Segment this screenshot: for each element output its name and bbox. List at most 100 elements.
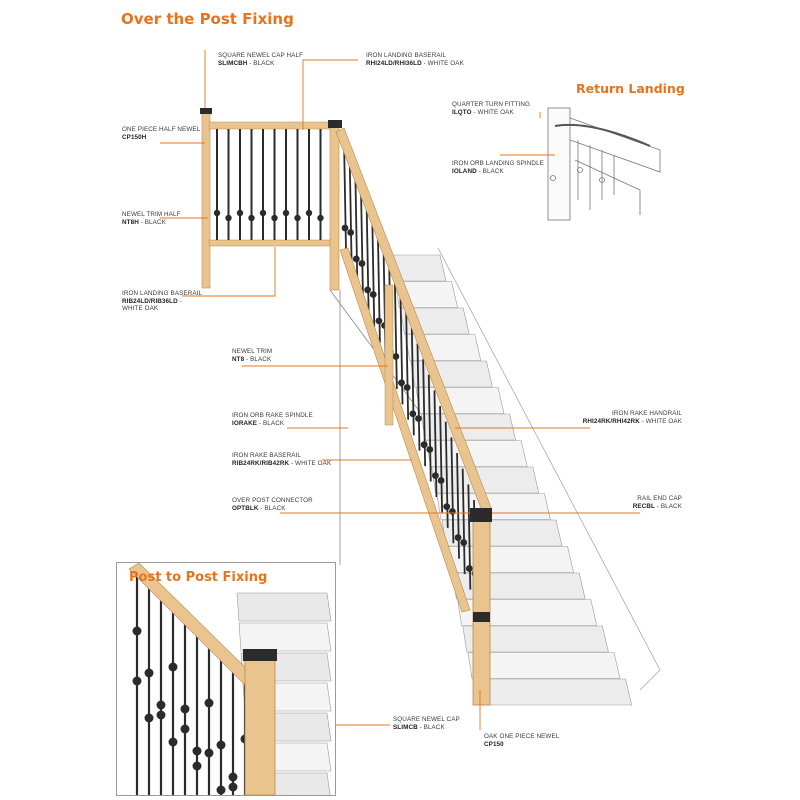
- spindle-orb: [437, 477, 445, 484]
- spindle-orb: [415, 415, 422, 422]
- inset-tread: [238, 622, 332, 652]
- stair-tread: [462, 625, 609, 653]
- spindle-orb: [204, 748, 214, 758]
- spindle-orb: [375, 317, 383, 325]
- spindle-orb: [132, 676, 142, 686]
- post-to-post-illustration: [128, 563, 332, 795]
- spindle-orb: [213, 209, 221, 217]
- rake-spindle: [399, 296, 404, 405]
- inset-newel-cap: [243, 649, 277, 661]
- stair-tread: [452, 572, 586, 600]
- rake-spindle: [416, 343, 421, 451]
- spindle-orb: [465, 565, 473, 572]
- return-landing-sketch: [547, 107, 661, 221]
- landing-baserail: [208, 239, 334, 247]
- spindle-orb: [364, 286, 372, 294]
- landing-spindles: [213, 129, 324, 240]
- spindle-orb: [180, 724, 190, 734]
- stair-tread: [436, 493, 551, 520]
- spindle-orb: [259, 209, 267, 217]
- spindle-orb: [144, 668, 154, 678]
- spindle-orb: [347, 229, 355, 236]
- rake-spindle: [365, 202, 370, 312]
- heading-over-the-post: Over the Post Fixing: [121, 10, 294, 28]
- newel-trim: [473, 612, 490, 622]
- inset-newel-post: [244, 654, 276, 795]
- inset-tread: [236, 592, 332, 622]
- top-newel-post: [329, 121, 340, 291]
- rake-spindle: [348, 155, 353, 266]
- spindle-orb: [248, 214, 255, 222]
- spindle-orb: [216, 785, 226, 795]
- rake-balustrade: [335, 127, 493, 706]
- spindle-orb: [132, 626, 142, 636]
- spindle-orb: [180, 704, 190, 714]
- rake-spindle: [371, 218, 376, 328]
- rake-spindle: [461, 468, 466, 575]
- spindle-orb: [168, 737, 178, 747]
- heading-post-to-post: Post to Post Fixing: [129, 570, 268, 585]
- spindle-orb: [409, 410, 417, 418]
- half-newel-cap: [200, 108, 212, 114]
- top-newel-cap: [328, 120, 342, 128]
- rake-spindle: [444, 421, 449, 528]
- post-to-post-inset: [116, 562, 336, 796]
- spindle-orb: [144, 713, 154, 723]
- spindle-orb: [168, 662, 178, 672]
- stair-tread: [457, 599, 598, 626]
- rake-spindle: [410, 327, 415, 436]
- spindle-orb: [443, 503, 451, 511]
- spindle-orb: [317, 214, 324, 222]
- rake-spindle: [427, 374, 432, 482]
- rake-spindle: [439, 406, 443, 513]
- spindle-orb: [156, 700, 166, 710]
- spindle-orb: [420, 441, 428, 449]
- spindle-orb: [236, 209, 244, 217]
- spindle-orb: [341, 224, 349, 232]
- spindle-orb: [204, 698, 214, 708]
- stair-tread: [441, 519, 563, 547]
- rake-spindle: [456, 453, 460, 559]
- spindle-orb: [305, 209, 313, 217]
- mid-newel: [384, 284, 394, 426]
- rake-baserail: [339, 247, 471, 613]
- rail-end-cap: [470, 508, 492, 522]
- rake-spindle: [467, 484, 472, 590]
- inset-spindles: [132, 571, 250, 795]
- half-newel-post: [201, 111, 211, 289]
- stair-tread: [467, 652, 621, 679]
- spindle-orb: [358, 260, 366, 267]
- spindle-orb: [282, 209, 290, 217]
- spindle-orb: [448, 508, 456, 515]
- spindle-orb: [460, 539, 468, 546]
- rake-spindle: [450, 437, 455, 544]
- rake-spindle: [393, 280, 398, 389]
- rake-spindles: [341, 139, 479, 606]
- spindle-orb: [225, 214, 232, 222]
- spindle-orb: [192, 746, 202, 756]
- rake-spindle: [377, 233, 381, 343]
- rake-spindle: [433, 390, 438, 497]
- spindle-orb: [216, 740, 226, 750]
- heading-return-landing: Return Landing: [576, 81, 685, 96]
- spindle-orb: [228, 772, 238, 782]
- rake-spindle: [343, 139, 347, 251]
- spindle-orb: [369, 291, 377, 298]
- spindle-orb: [426, 446, 434, 453]
- rake-spindle: [354, 171, 359, 281]
- spindle-orb: [192, 761, 202, 771]
